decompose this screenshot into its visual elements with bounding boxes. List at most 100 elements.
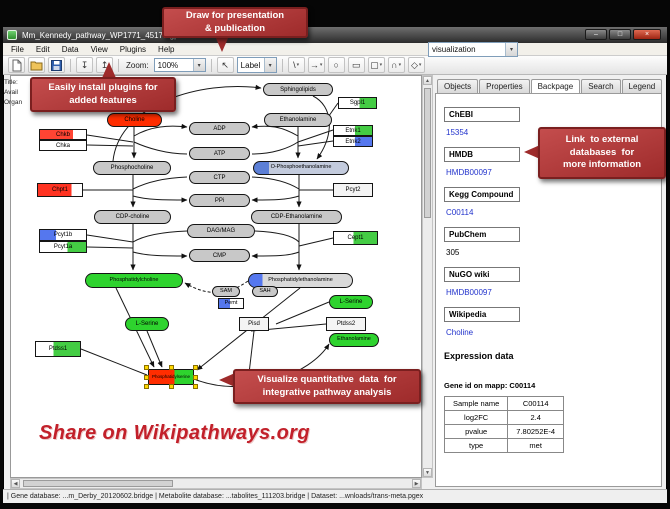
pathway-node-pcyt2[interactable]: Pcyt2 [333,183,373,197]
line-tool-button[interactable]: \▾ [287,57,305,73]
tab-properties[interactable]: Properties [479,79,530,93]
selection-handle[interactable] [144,365,149,370]
arrow-tool-button[interactable]: →▾ [307,57,325,73]
menu-edit[interactable]: Edit [35,44,50,54]
vertical-scrollbar-thumb[interactable] [424,88,431,218]
status-text: | Gene database: ...m_Derby_20120602.bri… [7,493,424,500]
zoom-dropdown[interactable]: 100% ▾ [153,58,206,72]
import-button[interactable]: ↧ [76,57,93,73]
pathway-node-sam[interactable]: SAM [212,286,240,297]
backpage-value-chebi[interactable]: 15354 [446,128,469,137]
new-file-icon [12,59,22,71]
tab-search[interactable]: Search [581,79,621,93]
backpage-value-nugo-wiki[interactable]: HMDB00097 [446,288,492,297]
expression-table-cell: type [443,438,509,453]
backpage-value-pubchem: 305 [446,248,460,257]
pathway-node-phosphatidylcholine[interactable]: Phosphatidylcholine [85,273,183,288]
pathway-node-o-phosphoethanolamine[interactable]: O-Phosphoethanolamine [253,161,349,175]
pathway-node-sgpl1[interactable]: Sgpl1 [338,97,377,109]
tab-backpage[interactable]: Backpage [530,79,581,93]
pathway-node-chka[interactable]: Chka [39,140,87,151]
scroll-left-button[interactable]: ◀ [11,479,20,488]
pathway-node-cept1[interactable]: Cept1 [333,231,378,245]
pathway-node-pcyt1a[interactable]: Pcyt1a [39,241,87,253]
backpage-value-hmdb[interactable]: HMDB00097 [446,168,492,177]
menu-data[interactable]: Data [61,44,79,54]
label-tool-value: Label [240,60,261,70]
pathway-node-sphingolipids[interactable]: Sphingolipids [263,83,333,96]
maximize-button[interactable]: □ [609,29,631,40]
save-button[interactable] [48,57,65,73]
tab-legend[interactable]: Legend [621,79,663,93]
menu-help[interactable]: Help [158,44,175,54]
pathway-node-chkb[interactable]: Chkb [39,129,87,140]
ellipse-tool-button[interactable]: ○ [327,57,345,73]
selection-handle[interactable] [144,375,149,380]
selection-handle[interactable] [193,375,198,380]
menu-plugins[interactable]: Plugins [119,44,147,54]
pathway-node-cmp[interactable]: CMP [189,249,250,262]
pathway-node-pisd[interactable]: Pisd [239,317,269,331]
pathway-node-adp[interactable]: ADP [189,122,250,135]
selection-tool-button[interactable]: ↖ [216,57,234,73]
expression-table-cell: log2FC [443,410,509,425]
pathway-info-title-label: Title: [4,79,18,86]
pathway-node-etnk2[interactable]: Etnk2 [333,136,373,147]
horizontal-scrollbar-thumb[interactable] [23,480,173,487]
pathway-node-l-serine[interactable]: L-Serine [125,317,169,331]
tab-objects[interactable]: Objects [437,79,479,93]
selection-handle[interactable] [193,365,198,370]
rectangle-tool-button[interactable]: ▭ [347,57,365,73]
pathway-node-sah[interactable]: SAH [252,286,278,297]
scroll-down-button[interactable]: ▼ [423,468,432,477]
menu-view[interactable]: View [90,44,108,54]
backpage-value-wikipedia[interactable]: Choline [446,328,474,337]
new-file-button[interactable] [8,57,25,73]
pathway-node-ethanolamine[interactable]: Ethanolamine [264,113,332,127]
menu-file[interactable]: File [11,44,24,54]
pathway-node-l-serine[interactable]: L-Serine [329,295,373,309]
pathway-node-atp[interactable]: ATP [189,147,250,160]
pathway-node-phosphatidylethanolamine[interactable]: Phosphatidylethanolamine [248,273,353,288]
open-file-button[interactable] [28,57,45,73]
pathway-node-ppi[interactable]: PPi [189,194,250,207]
pathway-node-ethanolamine[interactable]: Ethanolamine [329,333,379,347]
scroll-right-button[interactable]: ▶ [412,479,421,488]
pathway-node-pemt[interactable]: Pemt [218,298,244,309]
selection-handle[interactable] [169,365,174,370]
pathway-node-phosphocholine[interactable]: Phosphocholine [93,161,171,175]
pathway-node-dag-mag[interactable]: DAG/MAG [187,224,255,238]
pathway-node-pcyt1b[interactable]: Pcyt1b [39,229,87,241]
pathway-node-chpt1[interactable]: Chpt1 [37,183,83,197]
pathway-node-choline[interactable]: Choline [107,113,162,127]
canvas-horizontal-scrollbar[interactable]: ◀ ▶ [10,478,422,489]
canvas-vertical-scrollbar[interactable]: ▲ ▼ [422,75,433,478]
label-tool-button[interactable]: Label ▾ [236,57,277,73]
pathway-node-ctp[interactable]: CTP [189,171,250,184]
pathway-node-cdp-choline[interactable]: CDP-choline [94,210,171,224]
minimize-button[interactable]: – [585,29,607,40]
pathway-node-phosphatidylserine[interactable]: Phosphatidylserine [148,369,194,385]
pathway-node-cdp-ethanolamine[interactable]: CDP-Ethanolamine [251,210,342,224]
shape-tool-button[interactable]: ◇▾ [407,57,425,73]
scroll-up-button[interactable]: ▲ [423,76,432,85]
rounded-rectangle-tool-button[interactable]: ▢▾ [367,57,385,73]
pathway-node-etnk1[interactable]: Etnk1 [333,125,373,136]
backpage-value-kegg-compound[interactable]: C00114 [446,208,474,217]
pathway-node-ptdss1[interactable]: Ptdss1 [35,341,81,357]
selection-handle[interactable] [144,384,149,389]
selection-handle[interactable] [169,384,174,389]
expression-table-cell: 2.4 [507,410,565,425]
selection-handle[interactable] [193,384,198,389]
zoom-value: 100% [157,60,179,70]
pathway-node-ptdss2[interactable]: Ptdss2 [326,317,366,331]
visualization-dropdown[interactable]: visualization ▾ [428,42,518,57]
open-folder-icon [30,61,43,70]
arc-tool-button[interactable]: ∩▾ [387,57,405,73]
toolbar-separator [70,58,71,72]
close-button[interactable]: × [633,29,661,40]
